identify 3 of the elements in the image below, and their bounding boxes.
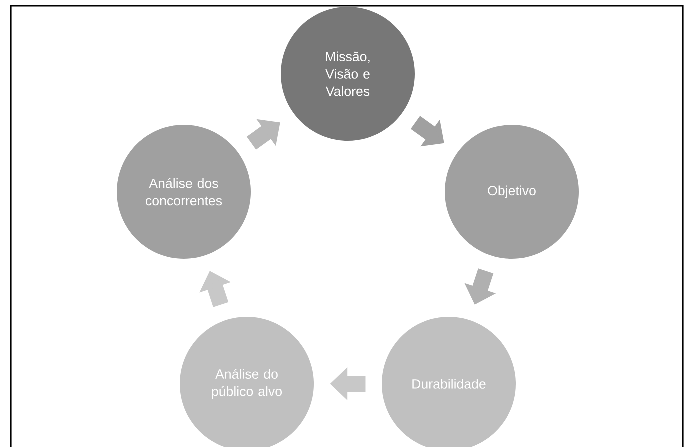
circle-node: Análise dos concorrentes	[117, 125, 251, 259]
circle-node: Objetivo	[445, 125, 579, 259]
circle-node: Missão, Visão e Valores	[281, 7, 415, 141]
